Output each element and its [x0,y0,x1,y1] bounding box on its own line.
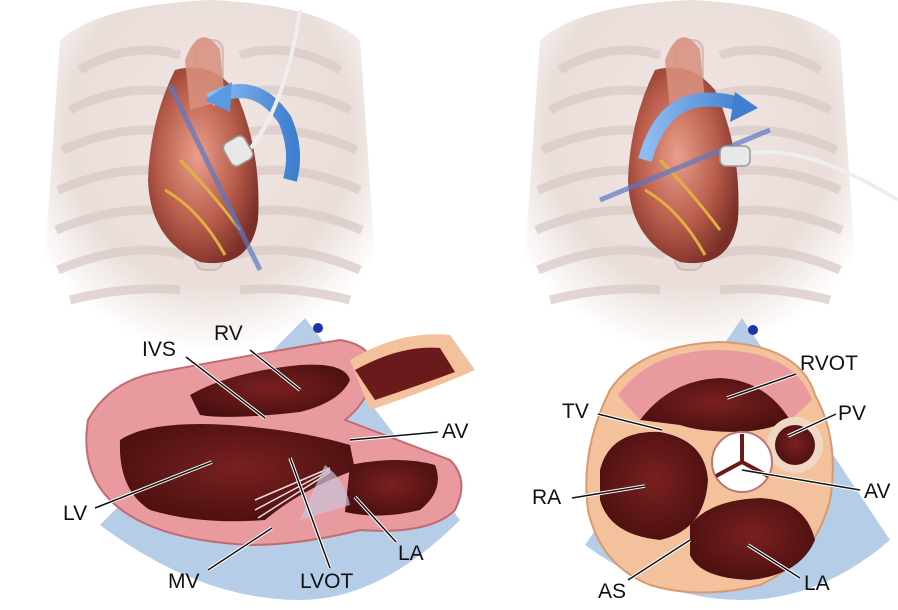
label-av: AV [442,420,468,443]
label-as: AS [598,580,626,603]
right-short-axis-heart [586,342,833,593]
label-lv: LV [63,502,87,525]
left-long-axis-heart [86,334,475,545]
orientation-marker-dot [748,325,758,335]
label-lvot: LVOT [300,570,353,593]
orientation-marker-dot [313,323,323,333]
label-pv: PV [838,402,866,425]
left-torso-illustration [40,0,380,370]
label-av-right: AV [864,480,890,503]
label-la-right: LA [804,572,830,595]
label-mv: MV [168,570,200,593]
label-tv: TV [562,400,589,423]
label-la: LA [398,542,424,565]
label-rvot: RVOT [800,352,858,375]
right-torso-illustration [520,0,898,370]
label-ra: RA [532,486,561,509]
label-ivs: IVS [142,338,176,361]
label-rv: RV [214,322,243,345]
